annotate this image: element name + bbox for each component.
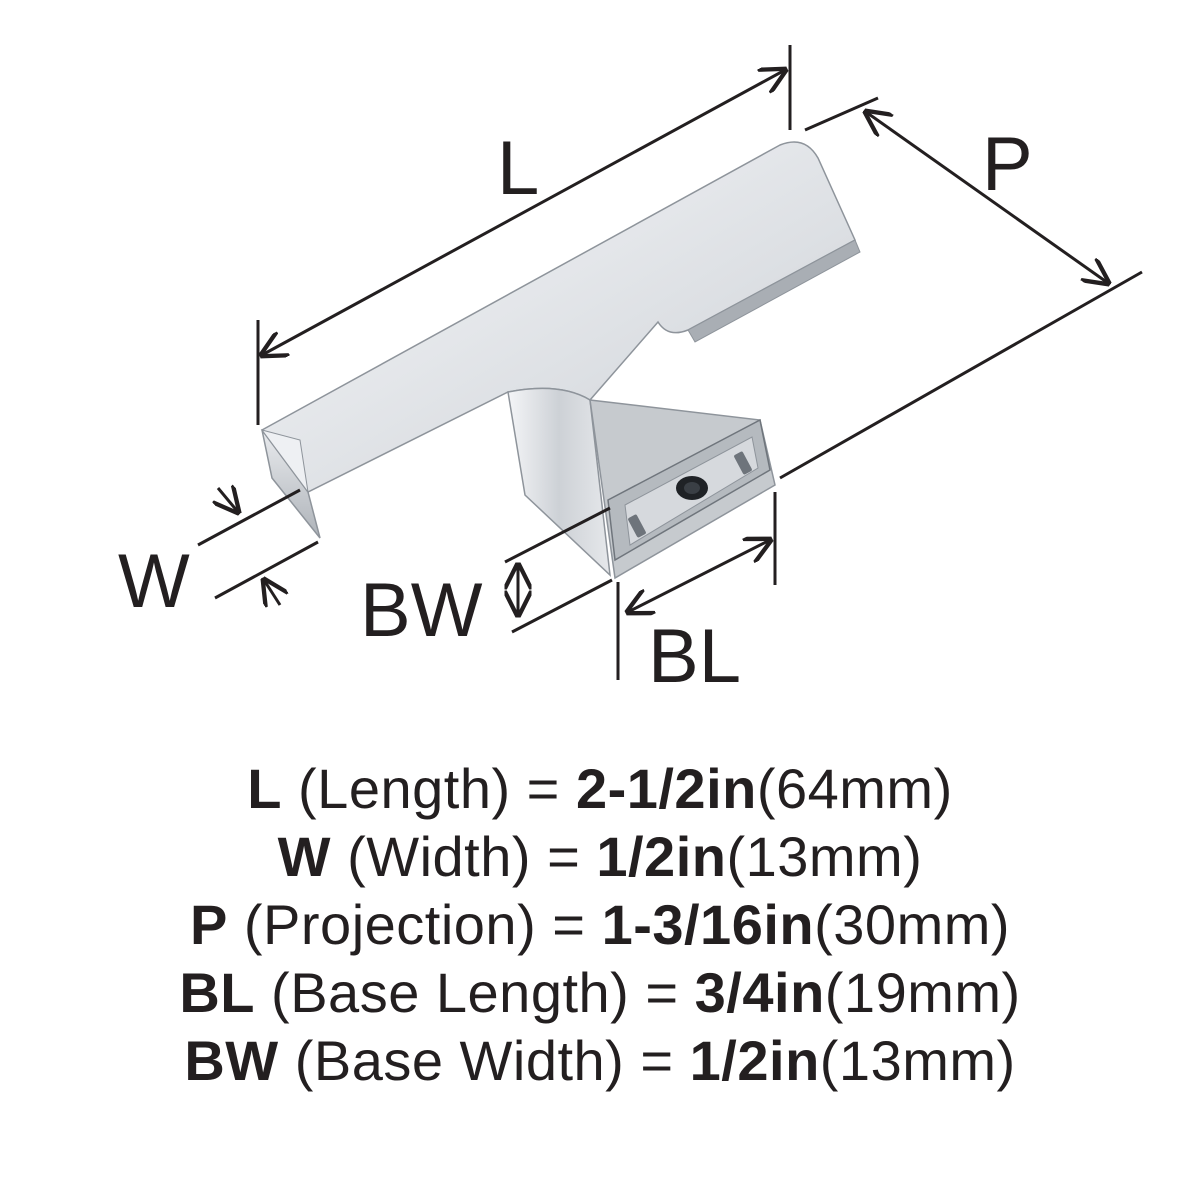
spec-value: 3/4in bbox=[694, 961, 825, 1024]
spec-line-base-length: BL (Base Length) = 3/4in(19mm) bbox=[0, 959, 1200, 1027]
spec-value: 2-1/2in bbox=[575, 757, 757, 820]
dimension-diagram: L P W BW BL bbox=[118, 45, 1143, 699]
spec-equals: = bbox=[547, 825, 581, 888]
spec-value: 1/2in bbox=[596, 825, 727, 888]
spec-description: (Projection) bbox=[243, 893, 537, 956]
spec-equals: = bbox=[645, 961, 679, 1024]
projection-dimension-line bbox=[866, 112, 1108, 283]
spec-metric: (64mm) bbox=[756, 757, 953, 820]
spec-equals: = bbox=[552, 893, 586, 956]
spec-equals: = bbox=[640, 1029, 674, 1092]
spec-key: W bbox=[277, 825, 331, 888]
spec-key: L bbox=[247, 757, 282, 820]
spec-key: BL bbox=[179, 961, 255, 1024]
label-BW: BW bbox=[360, 568, 483, 653]
spec-key: BW bbox=[184, 1029, 279, 1092]
spec-key: P bbox=[189, 893, 228, 956]
base-length-dimension-line bbox=[628, 540, 770, 612]
label-BL: BL bbox=[648, 614, 741, 699]
spec-description: (Width) bbox=[347, 825, 532, 888]
stem-side bbox=[507, 387, 611, 577]
bar-left-end bbox=[260, 429, 309, 493]
spec-description: (Base Length) bbox=[271, 961, 630, 1024]
width-arrow-top bbox=[218, 488, 238, 512]
label-L: L bbox=[497, 126, 539, 211]
spec-line-base-width: BW (Base Width) = 1/2in(13mm) bbox=[0, 1027, 1200, 1095]
specifications-list: L (Length) = 2-1/2in(64mm) W (Width) = 1… bbox=[0, 755, 1200, 1095]
label-W: W bbox=[118, 539, 190, 624]
t-pull-product bbox=[260, 141, 861, 580]
locating-pin-right bbox=[734, 451, 752, 475]
spec-metric: (13mm) bbox=[726, 825, 923, 888]
spec-metric: (13mm) bbox=[819, 1029, 1016, 1092]
spec-equals: = bbox=[526, 757, 560, 820]
spec-value: 1-3/16in bbox=[601, 893, 815, 956]
width-arrow-bottom bbox=[264, 580, 280, 605]
spec-metric: (19mm) bbox=[824, 961, 1021, 1024]
label-P: P bbox=[982, 122, 1033, 207]
locating-pin-left bbox=[628, 514, 646, 538]
dimension-lines bbox=[197, 45, 1143, 680]
spec-line-width: W (Width) = 1/2in(13mm) bbox=[0, 823, 1200, 891]
spec-metric: (30mm) bbox=[814, 893, 1011, 956]
spec-value: 1/2in bbox=[689, 1029, 820, 1092]
spec-description: (Base Width) bbox=[294, 1029, 625, 1092]
spec-line-projection: P (Projection) = 1-3/16in(30mm) bbox=[0, 891, 1200, 959]
spec-line-length: L (Length) = 2-1/2in(64mm) bbox=[0, 755, 1200, 823]
spec-description: (Length) bbox=[298, 757, 511, 820]
length-dimension-line bbox=[262, 70, 785, 355]
